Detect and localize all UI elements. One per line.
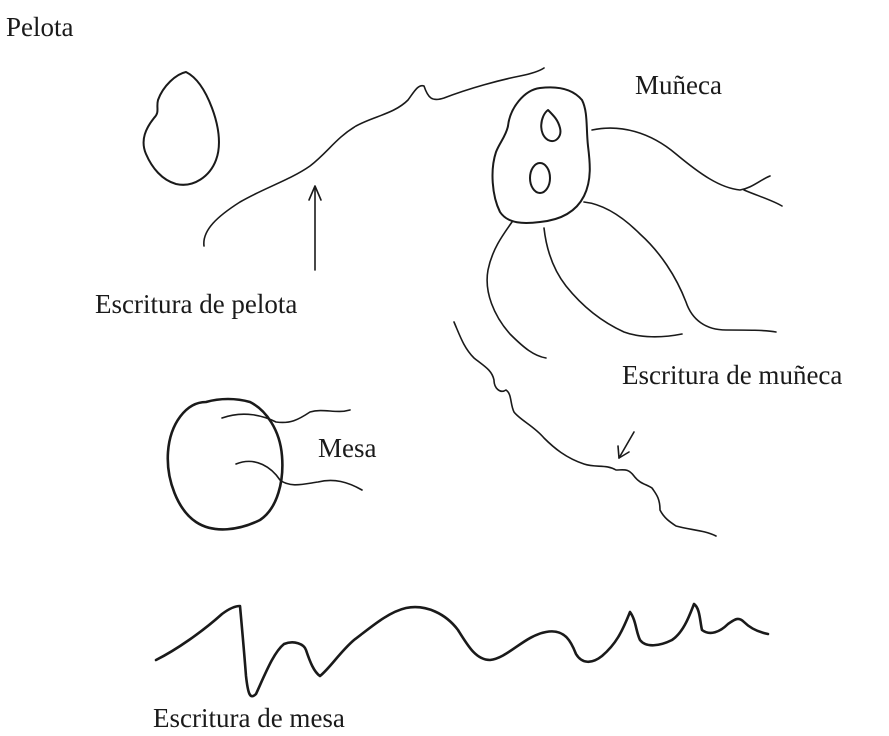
doll-head xyxy=(491,86,591,224)
doll-left-arm xyxy=(486,221,547,359)
doll-left-leg xyxy=(543,227,683,338)
ball-writing-scribble xyxy=(203,67,545,247)
table-writing-label: Escritura de mesa xyxy=(153,703,345,733)
ball-writing-arrow-head xyxy=(308,185,322,201)
ball-drawing xyxy=(142,71,220,186)
table-drawing-lower-line xyxy=(235,460,363,491)
doll-eye-upper xyxy=(540,109,562,142)
doll-right-arm-finger xyxy=(743,189,783,207)
table-drawing-upper-line xyxy=(221,409,351,424)
table-label: Mesa xyxy=(318,433,377,463)
doll-writing-label: Escritura de muñeca xyxy=(622,360,843,390)
doll-label: Muñeca xyxy=(635,70,722,100)
doll-right-leg xyxy=(583,201,777,333)
table-writing-scribble xyxy=(154,602,770,698)
table-drawing-oval xyxy=(166,397,284,531)
doll-eye-lower xyxy=(529,162,551,194)
doll-right-arm xyxy=(591,127,771,191)
doll-writing-arrow-head xyxy=(617,445,630,459)
ball-writing-label: Escritura de pelota xyxy=(95,289,298,319)
doll-writing-scribble xyxy=(453,321,717,537)
doll-writing-arrow-shaft xyxy=(618,431,635,459)
ball-label: Pelota xyxy=(6,12,74,42)
